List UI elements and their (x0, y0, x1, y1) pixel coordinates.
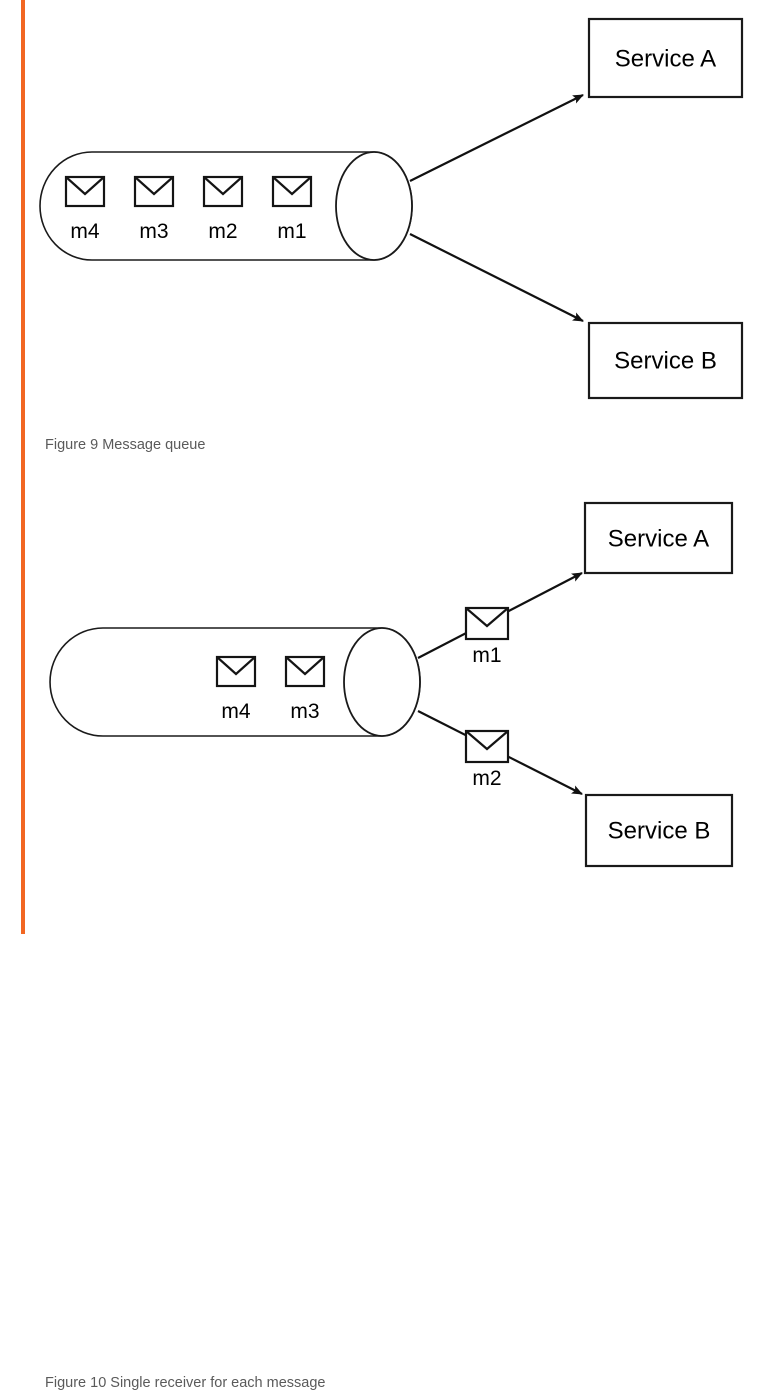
queue-messages: m4 m3 (215, 655, 326, 723)
figure-10-block: m4 m3 m1 m2 (0, 470, 763, 1391)
queue-message-m4: m4 (215, 655, 257, 723)
service-b-label: Service B (608, 818, 711, 845)
inflight-message-m1: m1 (464, 606, 510, 667)
message-label: m4 (70, 220, 99, 243)
service-a-label: Service A (615, 46, 716, 73)
message-label: m2 (472, 767, 501, 790)
queue-message-m1: m1 (271, 175, 313, 243)
queue-message-m2: m2 (202, 175, 244, 243)
service-a-node: Service A (587, 17, 744, 99)
figure-9-diagram: m4 m3 m2 m1 (39, 17, 744, 400)
queue-messages: m4 m3 m2 m1 (64, 175, 313, 243)
message-label: m4 (221, 700, 250, 723)
service-a-label: Service A (608, 526, 709, 553)
message-label: m1 (472, 644, 501, 667)
accent-bar (21, 0, 25, 934)
message-label: m1 (277, 220, 306, 243)
message-label: m3 (139, 220, 168, 243)
queue-message-m3: m3 (284, 655, 326, 723)
queue-message-m4: m4 (64, 175, 106, 243)
message-label: m3 (290, 700, 319, 723)
figure-9-block: m4 m3 m2 m1 (0, 0, 763, 470)
service-b-node: Service B (584, 793, 734, 868)
edge-queue-to-service-b (409, 233, 584, 322)
queue-message-m3: m3 (133, 175, 175, 243)
figure-10-caption: Figure 10 Single receiver for each messa… (45, 1375, 326, 1391)
service-a-node: Service A (583, 501, 734, 575)
edge-queue-to-service-a (409, 94, 584, 182)
service-b-label: Service B (614, 348, 717, 375)
figure-10-diagram: m4 m3 m1 m2 (49, 501, 734, 868)
inflight-message-m2: m2 (464, 729, 510, 790)
figure-9-caption: Figure 9 Message queue (45, 437, 206, 453)
message-label: m2 (208, 220, 237, 243)
service-b-node: Service B (587, 321, 744, 400)
